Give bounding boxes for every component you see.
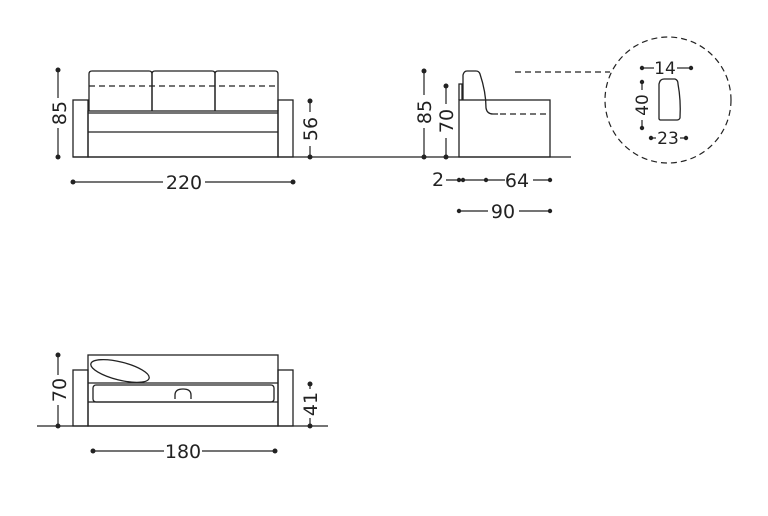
dim-dot	[307, 381, 313, 387]
bed-base	[87, 354, 279, 427]
dim-dot	[421, 68, 427, 74]
dim-dot	[648, 135, 654, 141]
back-cushion-left	[88, 70, 153, 111]
dim-dot	[688, 65, 694, 71]
pillow	[90, 358, 150, 384]
side-view: 85 70 2 64 90	[414, 68, 553, 223]
dim-dot	[307, 154, 313, 160]
dim-dot	[421, 154, 427, 160]
dim-dot	[55, 67, 61, 73]
mattress-height-label: 41	[300, 392, 322, 416]
side-armrest	[458, 83, 463, 100]
left-armrest	[72, 99, 89, 158]
dim-dot	[547, 208, 553, 214]
cushion-top-width-label: 14	[654, 59, 676, 79]
dim-dot	[307, 423, 313, 429]
dim-dot	[307, 98, 313, 104]
cushion-height-label: 40	[633, 94, 653, 116]
left-armrest	[72, 369, 89, 427]
dim-dot	[55, 352, 61, 358]
seat-base	[87, 110, 279, 158]
dim-dot	[639, 65, 645, 71]
right-armrest	[277, 99, 294, 158]
dim-dot	[443, 83, 449, 89]
dim-dot	[55, 154, 61, 160]
side-depth-label: 90	[491, 201, 515, 223]
cushion-detail: 14 40 23	[515, 36, 732, 164]
dim-dot	[483, 177, 489, 183]
cushion-profile	[658, 78, 681, 121]
right-armrest	[277, 369, 294, 427]
seat-depth-label: 64	[505, 170, 529, 192]
back-cushion-middle	[151, 70, 216, 111]
dim-dot	[547, 177, 553, 183]
dim-dot	[639, 79, 645, 85]
side-back-cushion	[462, 70, 498, 115]
front-height-label: 85	[49, 101, 71, 125]
dim-dot	[460, 177, 466, 183]
dim-dot	[272, 448, 278, 454]
bed-width-label: 180	[165, 441, 201, 463]
dim-dot	[90, 448, 96, 454]
side-height-label: 85	[414, 100, 436, 124]
bed-view: 70 41 180	[37, 352, 328, 463]
dim-dot	[456, 177, 462, 183]
cushion-bottom-width-label: 23	[657, 129, 679, 149]
back-offset-label: 2	[432, 169, 444, 191]
dim-dot	[290, 179, 296, 185]
dim-dot	[55, 423, 61, 429]
front-view: 85 56 220	[49, 67, 571, 194]
dim-dot	[70, 179, 76, 185]
dim-dot	[683, 135, 689, 141]
handle-icon	[174, 388, 192, 399]
seat-height-label: 56	[300, 117, 322, 141]
dim-dot	[443, 154, 449, 160]
mattress	[92, 384, 275, 403]
side-body	[458, 99, 551, 158]
dim-dot	[639, 125, 645, 131]
detail-circle	[604, 36, 732, 164]
back-cushion-right	[214, 70, 279, 111]
dim-dot	[456, 208, 462, 214]
front-width-label: 220	[166, 172, 202, 194]
bed-height-label: 70	[49, 378, 71, 402]
arm-height-label: 70	[436, 109, 458, 133]
